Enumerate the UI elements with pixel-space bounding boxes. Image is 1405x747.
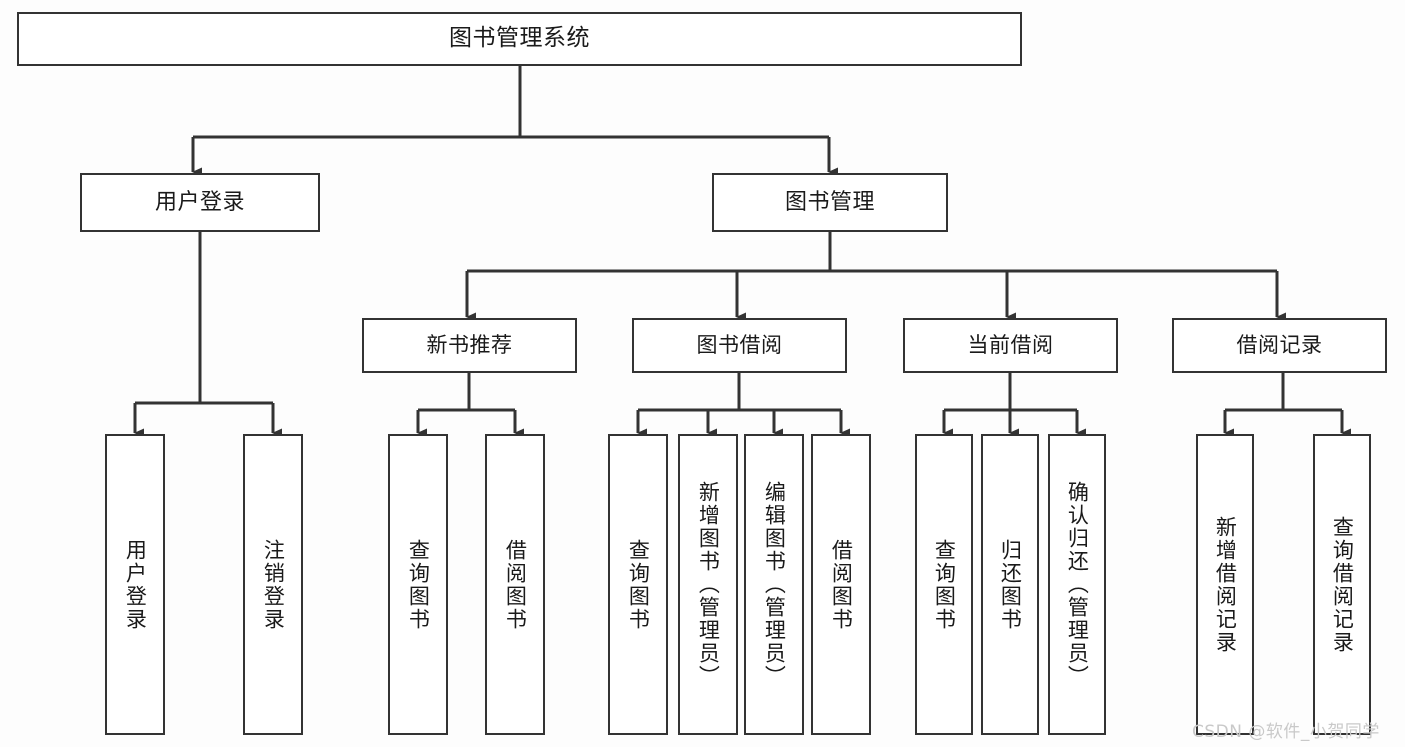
node-label: 归还图书 (998, 538, 1023, 631)
node-leaf-query-record[interactable]: 查询借阅记录 (1313, 434, 1371, 735)
node-leaf-add-record[interactable]: 新增借阅记录 (1196, 434, 1254, 735)
node-new-book-recommend[interactable]: 新书推荐 (362, 318, 577, 373)
node-label: 图书借阅 (696, 333, 783, 358)
node-root[interactable]: 图书管理系统 (17, 12, 1022, 66)
node-leaf-add-book[interactable]: 新增图书（管理员） (678, 434, 738, 735)
node-book-manage[interactable]: 图书管理 (712, 173, 948, 232)
node-leaf-logout[interactable]: 注销登录 (243, 434, 303, 735)
node-user-login[interactable]: 用户登录 (80, 173, 320, 232)
node-book-borrow[interactable]: 图书借阅 (632, 318, 847, 373)
node-label: 查询图书 (626, 538, 651, 631)
node-leaf-query-book-current[interactable]: 查询图书 (915, 434, 973, 735)
node-leaf-edit-book[interactable]: 编辑图书（管理员） (744, 434, 804, 735)
csdn-watermark: CSDN @软件_小贺同学 (1192, 722, 1380, 742)
node-leaf-user-login[interactable]: 用户登录 (105, 434, 165, 735)
node-leaf-borrow-book[interactable]: 借阅图书 (811, 434, 871, 735)
node-label: 编辑图书（管理员） (762, 481, 787, 688)
node-leaf-query-book-new[interactable]: 查询图书 (388, 434, 448, 735)
node-borrow-record[interactable]: 借阅记录 (1172, 318, 1387, 373)
node-label: 图书管理系统 (449, 25, 590, 52)
node-label: 查询图书 (932, 538, 957, 631)
node-label: 确认归还（管理员） (1065, 481, 1090, 688)
node-leaf-confirm-return[interactable]: 确认归还（管理员） (1048, 434, 1106, 735)
node-label: 用户登录 (123, 538, 148, 631)
node-label: 新书推荐 (426, 333, 513, 358)
node-leaf-query-book-borrow[interactable]: 查询图书 (608, 434, 668, 735)
node-label: 新增图书（管理员） (696, 481, 721, 688)
node-leaf-borrow-book-new[interactable]: 借阅图书 (485, 434, 545, 735)
node-leaf-return-book[interactable]: 归还图书 (981, 434, 1039, 735)
node-label: 借阅图书 (829, 538, 854, 631)
node-label: 查询图书 (406, 538, 431, 631)
node-label: 新增借阅记录 (1213, 515, 1238, 654)
node-label: 查询借阅记录 (1330, 515, 1355, 654)
connector-lines (133, 66, 1351, 438)
node-label: 注销登录 (261, 538, 286, 631)
node-label: 借阅记录 (1236, 333, 1323, 358)
node-current-borrow[interactable]: 当前借阅 (903, 318, 1118, 373)
node-label: 图书管理 (784, 189, 875, 215)
node-label: 当前借阅 (967, 333, 1054, 358)
node-label: 借阅图书 (503, 538, 528, 631)
node-label: 用户登录 (154, 189, 245, 215)
